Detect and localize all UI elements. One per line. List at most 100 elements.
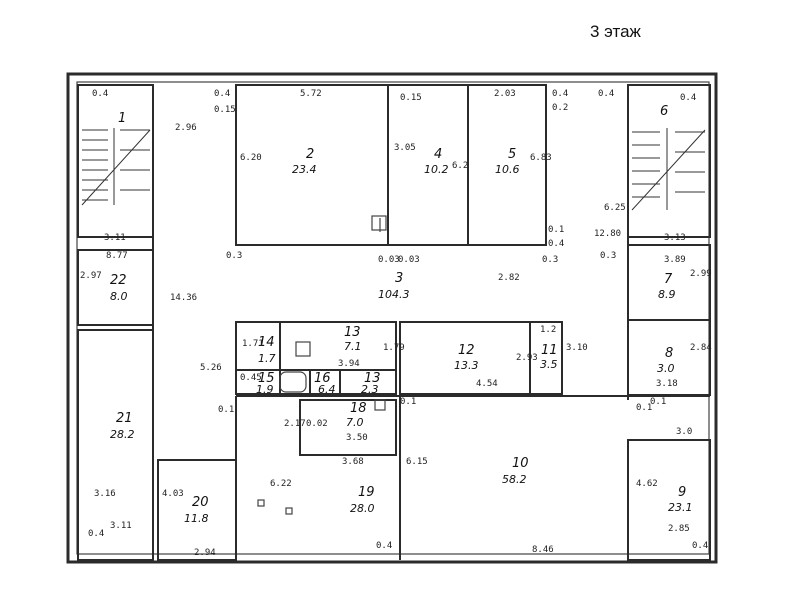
dimension-label: 0.4 xyxy=(680,93,696,103)
room-11-walls xyxy=(529,321,563,395)
dimension-label: 3.89 xyxy=(664,255,686,265)
dimension-label: 0.4 xyxy=(88,529,104,539)
room-number: 22 xyxy=(110,273,127,288)
dimension-label: 0.4 xyxy=(692,541,708,551)
dimension-label: 0.2 xyxy=(552,103,568,113)
stair-1-icon xyxy=(81,128,151,206)
room-number: 3 xyxy=(395,271,403,286)
dimension-label: 0.1 xyxy=(218,405,234,415)
dimension-label: 2.84 xyxy=(690,343,712,353)
dimension-label: 14.36 xyxy=(170,293,197,303)
dimension-label: 12.80 xyxy=(594,229,621,239)
sink-icon xyxy=(374,399,386,411)
room-area: 10.6 xyxy=(495,163,520,176)
room-area: 10.2 xyxy=(424,163,449,176)
room-area: 1.7 xyxy=(258,352,276,365)
dimension-label: 3.68 xyxy=(342,457,364,467)
room-number: 2 xyxy=(306,147,314,162)
dimension-label: 3.0 xyxy=(676,427,692,437)
toilet-icon xyxy=(279,371,307,393)
dimension-label: 0.4 xyxy=(214,89,230,99)
room-9-walls xyxy=(627,439,711,561)
room-number: 18 xyxy=(350,401,367,416)
room-22-walls xyxy=(77,249,154,326)
dimension-label: 6.20 xyxy=(240,153,262,163)
dimension-label: 0.15 xyxy=(214,105,236,115)
dimension-label: 3.18 xyxy=(656,379,678,389)
dimension-label: 0.1 xyxy=(650,397,666,407)
dimension-label: 0.03 xyxy=(378,255,400,265)
room-area: 8.0 xyxy=(110,290,128,303)
room-number: 1 xyxy=(118,111,126,126)
room-number: 11 xyxy=(541,343,558,358)
dimension-label: 1.2 xyxy=(540,325,556,335)
dimension-label: 0.1 xyxy=(400,397,416,407)
sink-icon xyxy=(371,215,387,231)
dimension-label: 8.77 xyxy=(106,251,128,261)
dimension-label: 2.99 xyxy=(690,269,712,279)
room-number: 16 xyxy=(314,371,331,386)
dimension-label: 0.4 xyxy=(92,89,108,99)
central-block-walls xyxy=(235,321,397,395)
room-number: 19 xyxy=(358,485,375,500)
dimension-label: 0.4 xyxy=(376,541,392,551)
room-number: 4 xyxy=(434,147,442,162)
dimension-label: 2.03 xyxy=(494,89,516,99)
dimension-label: 5.26 xyxy=(200,363,222,373)
room-number: 15 xyxy=(258,371,275,386)
room-number: 13 xyxy=(344,325,361,340)
room-area: 1.9 xyxy=(256,383,274,396)
room-area: 2.3 xyxy=(361,383,379,396)
dimension-label: 0.15 xyxy=(400,93,422,103)
dimension-label: 0.1 xyxy=(548,225,564,235)
room-area: 3.5 xyxy=(540,358,558,371)
room-area: 23.4 xyxy=(292,163,317,176)
room-12-walls xyxy=(399,321,531,395)
dimension-label: 6.15 xyxy=(406,457,428,467)
dimension-label: 5.72 xyxy=(300,89,322,99)
stair-1-room xyxy=(77,84,154,238)
room-number: 6 xyxy=(660,104,668,119)
room-number: 9 xyxy=(678,485,686,500)
dimension-label: 6.2 xyxy=(452,161,468,171)
room-number: 20 xyxy=(192,495,209,510)
dimension-label: 6.25 xyxy=(604,203,626,213)
room-area: 28.2 xyxy=(110,428,135,441)
dimension-label: 0.3 xyxy=(542,255,558,265)
room-area: 58.2 xyxy=(502,473,527,486)
room-area: 8.9 xyxy=(658,288,676,301)
dimension-label: 0.03 xyxy=(398,255,420,265)
room-area: 11.8 xyxy=(184,512,209,525)
dimension-label: 0.3 xyxy=(226,251,242,261)
dimension-label: 2.82 xyxy=(498,273,520,283)
dimension-label: 2.85 xyxy=(668,524,690,534)
dimension-label: 3.16 xyxy=(94,489,116,499)
dimension-label: 4.62 xyxy=(636,479,658,489)
dimension-label: 0.45 xyxy=(240,373,262,383)
room-21-walls xyxy=(77,329,154,561)
room-number: 7 xyxy=(664,272,673,287)
room-20-walls xyxy=(157,459,237,561)
room-area: 23.1 xyxy=(668,501,693,514)
dimension-label: 0.3 xyxy=(600,251,616,261)
dimension-label: 3.50 xyxy=(346,433,368,443)
dimension-label: 6.83 xyxy=(530,153,552,163)
room-area: 7.0 xyxy=(346,416,364,429)
room-number: 10 xyxy=(512,456,529,471)
dimension-label: 0.1 xyxy=(636,403,652,413)
dimension-label: 3.94 xyxy=(338,359,360,369)
room-number: 13 xyxy=(364,371,381,386)
dimension-label: 8.46 xyxy=(532,545,554,555)
room-number: 21 xyxy=(116,411,133,426)
dimension-label: 2.94 xyxy=(194,548,216,558)
stair-6-icon xyxy=(631,128,706,211)
room-area: 7.1 xyxy=(344,340,362,353)
room-number: 14 xyxy=(258,335,275,350)
dimension-label: 1.71 xyxy=(242,339,264,349)
dimension-label: 6.22 xyxy=(270,479,292,489)
dimension-label: 3.11 xyxy=(104,233,126,243)
dimension-label: 0.4 xyxy=(598,89,614,99)
room-area: 13.3 xyxy=(454,359,479,372)
dimension-label: 0.4 xyxy=(552,89,568,99)
